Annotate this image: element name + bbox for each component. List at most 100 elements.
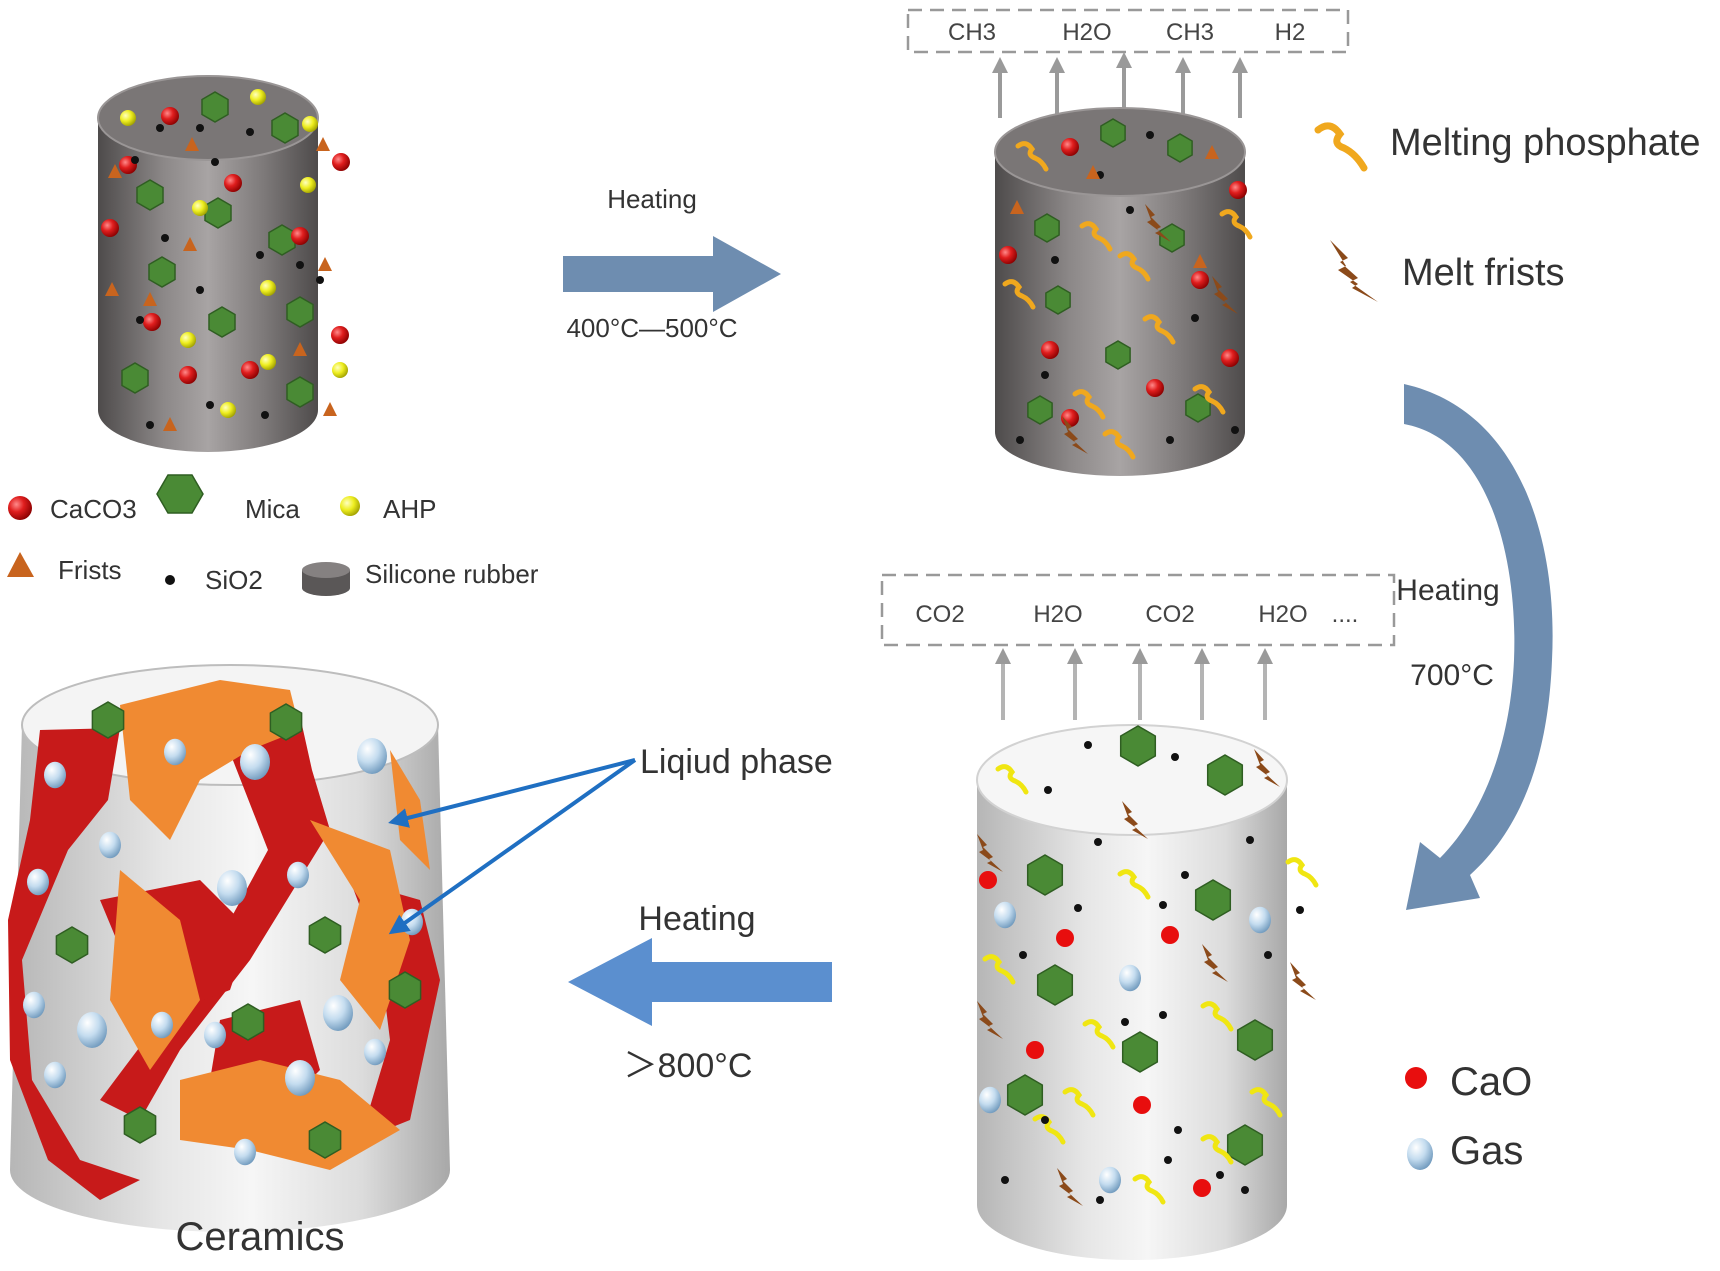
stage3-cylinder [976, 724, 1319, 1260]
sio2-particle [1041, 1116, 1049, 1124]
phosphate-particle [1082, 1019, 1116, 1050]
gas-bubble [44, 761, 66, 789]
sio2-particle [1001, 1176, 1009, 1184]
temp-label-1: 400°C—500°C [566, 313, 737, 343]
phosphate-particle [1285, 857, 1319, 888]
caco3-particle [291, 227, 309, 245]
mica-particle [1121, 1031, 1159, 1073]
mica-particle [308, 916, 342, 954]
melt-frists-particle [1212, 276, 1238, 314]
phosphate-particle [1117, 251, 1151, 282]
stage3-legend: CaO Gas [1405, 1060, 1532, 1173]
melt-frists-particle [1290, 962, 1316, 1000]
gas-bubble [23, 991, 45, 1019]
melt-frists-particle [977, 1001, 1003, 1039]
mica-particle [388, 971, 422, 1009]
sio2-particle [1019, 951, 1027, 959]
melt-frists-particle [1062, 416, 1088, 454]
mica-particle [1206, 754, 1244, 796]
frists-particle [143, 292, 157, 306]
sio2-particle [1016, 436, 1024, 444]
stage3-gas-5: .... [1332, 601, 1359, 628]
ahp-particle [332, 362, 348, 378]
stage2-gas-release: CH3 H2O CH3 H2 [906, 8, 1350, 118]
sio2-particle [1164, 1156, 1172, 1164]
stage2-gas-3: CH3 [1166, 19, 1214, 46]
sio2-particle [1264, 951, 1272, 959]
stage1-cylinder [97, 75, 350, 452]
mica-particle [286, 296, 314, 328]
ahp-particle [260, 354, 276, 370]
caco3-particle [1041, 341, 1059, 359]
sio2-particle [1181, 871, 1189, 879]
frists-particle [318, 257, 332, 271]
mica-particle [55, 926, 89, 964]
sio2-particle [1044, 786, 1052, 794]
sio2-particle [161, 234, 169, 242]
ahp-particle [300, 177, 316, 193]
melting-phosphate-label: Melting phosphate [1390, 122, 1701, 164]
mica-particle [1006, 1074, 1044, 1116]
heating-arrow-1: Heating 400°C—500°C [563, 184, 781, 343]
mica-particle [208, 306, 236, 338]
phosphate-particle [1062, 1087, 1096, 1118]
sio2-particle [1094, 838, 1102, 846]
caco3-particle [331, 326, 349, 344]
stage3-gas-2: H2O [1033, 601, 1082, 628]
frists-particle [1010, 200, 1024, 214]
stage2-gas-4: H2 [1275, 19, 1306, 46]
sio2-particle [196, 286, 204, 294]
cao-legend-label: CaO [1450, 1060, 1532, 1104]
ahp-particle [260, 280, 276, 296]
gas-bubble [1099, 1166, 1121, 1194]
frists-particle [108, 164, 122, 178]
sio2-particle [1241, 1186, 1249, 1194]
sio2-particle [1231, 426, 1239, 434]
ahp-particle [180, 332, 196, 348]
phosphate-particle [1102, 429, 1136, 460]
phosphate-particle [982, 954, 1016, 985]
stage1-particles [101, 89, 350, 431]
mica-particle [91, 701, 125, 739]
mica-particle [204, 197, 232, 229]
sio2-particle [1041, 371, 1049, 379]
phosphate-particle [1079, 221, 1113, 252]
gas-bubble [27, 868, 49, 896]
mica-particle [1034, 213, 1060, 243]
caco3-legend-icon [8, 496, 32, 520]
sio2-particle [246, 128, 254, 136]
gas-bubble [217, 870, 247, 906]
gas-bubble [285, 1060, 315, 1096]
sio2-particle [1296, 906, 1304, 914]
phosphate-particle [1132, 1174, 1166, 1205]
caco3-particle [1191, 271, 1209, 289]
sio2-particle [1191, 314, 1199, 322]
phosphate-particle [1249, 1087, 1283, 1118]
mica-particle [1027, 395, 1053, 425]
sio2-particle [1121, 1018, 1129, 1026]
liquid-phase-callout: Liqiud phase [388, 743, 833, 935]
sio2-particle [146, 421, 154, 429]
heating-label-1: Heating [607, 184, 697, 214]
gas-bubble [287, 861, 309, 889]
stage3-gas-4: H2O [1258, 601, 1307, 628]
sio2-particle [1096, 1196, 1104, 1204]
caco3-particle [241, 361, 259, 379]
stage2-cylinder [994, 107, 1253, 476]
stage2-legend: Melting phosphate Melt frists [1314, 122, 1701, 302]
frists-legend-icon [7, 552, 34, 577]
gas-bubble [323, 995, 353, 1031]
gas-bubble [994, 901, 1016, 929]
temp-label-3: ＞800°C [624, 1047, 753, 1085]
sio2-particle [1159, 1011, 1167, 1019]
mica-particle [1026, 854, 1064, 896]
frists-particle [316, 137, 330, 151]
sio2-particle [136, 316, 144, 324]
temp-label-2: 700°C [1410, 659, 1494, 692]
stage3-particles [977, 725, 1319, 1206]
mica-particle [1236, 1019, 1274, 1061]
sio2-particle [1051, 256, 1059, 264]
mica-legend-icon [156, 474, 204, 514]
sio2-particle [156, 124, 164, 132]
melting-phosphate-icon [1314, 122, 1368, 172]
